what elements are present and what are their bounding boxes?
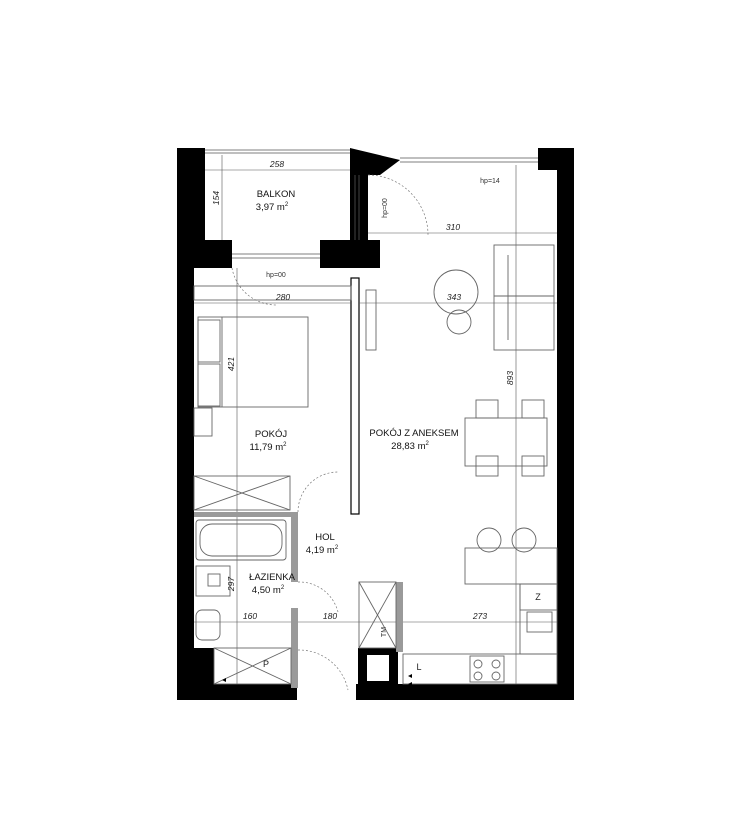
dimension-lines xyxy=(194,155,557,684)
dim-pokoj-width: 280 xyxy=(275,292,290,302)
room-area-hol: 4,19 m2 xyxy=(306,545,339,556)
marker-arrow-1 xyxy=(222,678,226,682)
pantry xyxy=(358,581,397,649)
column-entrance-inner xyxy=(367,655,389,681)
wall-bottom-right xyxy=(356,684,574,700)
bathtub-inner xyxy=(199,523,283,557)
room-labels: BALKON 3,97 m2 POKÓJ 11,79 m2 POKÓJ Z AN… xyxy=(249,189,459,596)
burner-1 xyxy=(473,659,483,669)
dim-lazienka-length: 297 xyxy=(226,577,236,592)
pillow-2 xyxy=(197,363,221,407)
laundry-cabinet xyxy=(213,647,292,685)
washbasin-bowl xyxy=(207,573,221,587)
kitchen-counter-bottom xyxy=(402,653,558,685)
stool-1 xyxy=(476,527,502,553)
toilet xyxy=(195,609,221,641)
wall-below-balcony-left xyxy=(177,240,232,268)
chair-2 xyxy=(521,399,545,419)
fridge xyxy=(519,583,558,611)
room-name-lazienka: ŁAZIENKA xyxy=(249,572,296,583)
shaft-left xyxy=(194,648,214,688)
markers xyxy=(222,674,412,686)
partition-lazienka-hol xyxy=(291,512,298,582)
partition-pantry xyxy=(396,582,403,652)
bar-counter xyxy=(464,547,558,585)
shelf-living xyxy=(365,289,377,351)
room-area-balkon: 3,97 m2 xyxy=(256,202,289,213)
dim-pokoj-length: 421 xyxy=(226,357,236,371)
cooktop xyxy=(469,655,505,683)
partition-lazienka-bottom xyxy=(291,608,298,688)
windows xyxy=(205,149,538,259)
partition-pokoj-lazienka xyxy=(194,512,298,517)
dim-balkon-depth: 154 xyxy=(211,191,221,205)
room-name-pokoj-aneks: POKÓJ Z ANEKSEM xyxy=(369,428,458,439)
wall-corner-top-right xyxy=(538,148,574,170)
furniture xyxy=(193,244,558,685)
stool-2 xyxy=(511,527,537,553)
dim-hol-width: 180 xyxy=(323,611,337,621)
pouf xyxy=(446,309,472,335)
wall-column-balcony xyxy=(350,148,400,268)
wardrobe-top xyxy=(193,285,352,301)
label-laundry-p: P xyxy=(263,659,269,669)
label-fridge-z: Z xyxy=(535,592,541,602)
label-pantry-tm: TM xyxy=(381,627,388,637)
wall-below-balcony-right xyxy=(320,240,380,268)
kitchen-sink xyxy=(526,611,553,633)
bathtub xyxy=(195,519,287,561)
annotations: hp=14 hp=00 hp=00 Z L P TM xyxy=(263,178,541,672)
burner-4 xyxy=(491,671,501,681)
dimension-labels: 258 154 310 280 343 421 893 297 160 180 … xyxy=(211,159,515,621)
chair-4 xyxy=(521,455,545,477)
partition-pokoj-living xyxy=(350,277,360,515)
burner-2 xyxy=(491,659,501,669)
room-name-pokoj: POKÓJ xyxy=(255,429,287,440)
room-area-lazienka: 4,50 m2 xyxy=(252,585,285,596)
structural-walls xyxy=(177,148,574,700)
dim-balkon-width: 258 xyxy=(269,159,284,169)
room-area-pokoj-aneks: 28,83 m2 xyxy=(391,441,429,452)
washbasin xyxy=(195,565,231,597)
dim-living-top: 310 xyxy=(446,222,460,232)
wardrobe-pokoj xyxy=(193,475,291,511)
room-name-balkon: BALKON xyxy=(257,189,296,200)
label-hp-00-balcony: hp=00 xyxy=(266,272,286,279)
dining-table xyxy=(464,417,548,467)
chair-3 xyxy=(475,455,499,477)
label-hp-14: hp=14 xyxy=(480,178,500,185)
partitions xyxy=(194,277,403,688)
pillow-1 xyxy=(197,319,221,363)
doors xyxy=(231,174,429,691)
dim-living-width: 343 xyxy=(447,292,461,302)
room-area-pokoj: 11,79 m2 xyxy=(250,442,288,453)
marker-arrow-3 xyxy=(408,682,412,686)
label-cabinet-l: L xyxy=(416,662,421,672)
marker-arrow-2 xyxy=(408,674,412,678)
coffee-table xyxy=(433,269,479,315)
wall-right xyxy=(557,148,574,700)
sofa xyxy=(493,244,555,351)
wall-left xyxy=(177,148,194,700)
dim-living-length: 893 xyxy=(505,371,515,385)
chair-1 xyxy=(475,399,499,419)
burner-3 xyxy=(473,671,483,681)
dim-lazienka-width: 160 xyxy=(243,611,257,621)
bedside-table xyxy=(193,407,213,437)
room-name-hol: HOL xyxy=(315,532,335,543)
label-hp-00-vertical: hp=00 xyxy=(382,198,389,218)
dim-kitchen-width: 273 xyxy=(472,611,487,621)
